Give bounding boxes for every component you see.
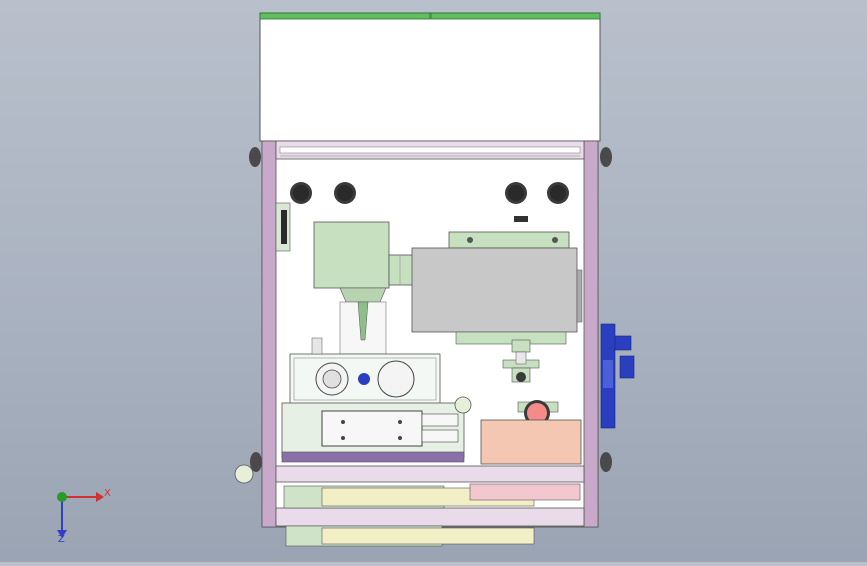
mounting-holes xyxy=(290,182,569,222)
left-side-bracket xyxy=(275,202,291,252)
gear-module[interactable] xyxy=(289,337,441,405)
coordinate-triad: X Z xyxy=(57,488,111,545)
motor-bottom-fitting xyxy=(502,339,540,383)
control-box[interactable] xyxy=(480,419,582,465)
x-axis-label: X xyxy=(104,488,111,499)
pneumatic-cylinder[interactable] xyxy=(281,402,465,463)
blue-valve-assembly[interactable] xyxy=(600,323,635,429)
top-cover-panel[interactable] xyxy=(259,12,601,142)
lower-casters xyxy=(234,396,612,484)
red-indicator-lamp[interactable] xyxy=(517,400,559,426)
solenoid-block[interactable] xyxy=(313,221,415,355)
upper-casters xyxy=(249,147,612,167)
motor-housing[interactable] xyxy=(411,231,583,345)
bottom-plates xyxy=(283,483,581,547)
z-axis-label: Z xyxy=(58,534,65,545)
